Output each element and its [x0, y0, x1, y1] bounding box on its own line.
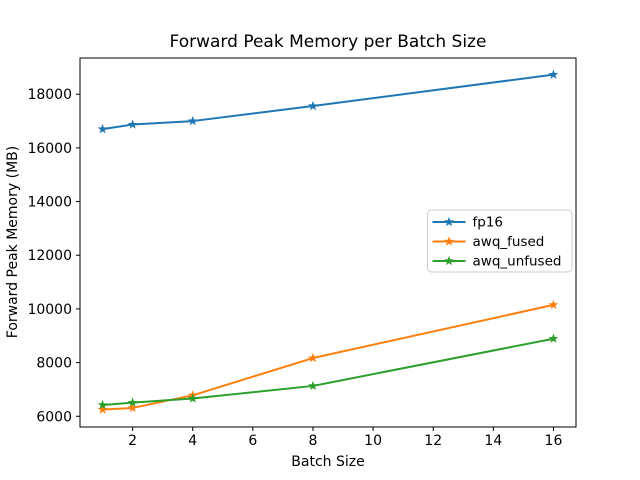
legend: fp16 awq_fused awq_unfused [427, 209, 573, 273]
y-tick-label: 6000 [36, 409, 72, 425]
marker-fp16 [187, 115, 198, 126]
y-tick-label: 12000 [27, 248, 72, 264]
y-axis-label: Forward Peak Memory (MB) [5, 146, 21, 338]
legend-box [427, 209, 573, 273]
y-tick-label: 10000 [27, 302, 72, 318]
marker-fp16 [97, 123, 108, 134]
legend-label-awq_unfused: awq_unfused [473, 254, 562, 270]
marker-awq_fused [127, 402, 138, 413]
legend-label-awq_fused: awq_fused [473, 234, 545, 250]
x-tick-label: 10 [364, 433, 382, 449]
marker-awq_fused [548, 299, 559, 310]
x-tick-label: 2 [128, 433, 137, 449]
marker-fp16 [548, 69, 559, 79]
marker-fp16 [308, 100, 318, 111]
axes-frame [79, 57, 577, 428]
legend-marker-awq_unfused [444, 255, 454, 266]
marker-awq_unfused [127, 397, 138, 407]
marker-fp16 [127, 119, 138, 129]
x-tick-label: 16 [545, 433, 563, 449]
marker-awq_fused [308, 352, 318, 363]
chart-title: Forward Peak Memory per Batch Size [170, 32, 487, 52]
series-line-awq_unfused [101, 337, 555, 406]
series-line-fp16 [101, 73, 555, 131]
plot-area: 2 4 6 8 10 12 14 16 6000 8000 10000 12000 14000 16000… [27, 57, 577, 449]
y-tick-label: 18000 [27, 87, 72, 103]
marker-awq_unfused [308, 380, 318, 391]
marker-awq_fused [97, 404, 108, 414]
marker-awq_unfused [97, 399, 108, 410]
marker-awq_unfused [548, 333, 559, 343]
x-tick-label: 8 [309, 433, 318, 449]
y-tick-label: 8000 [36, 356, 72, 372]
x-tick-label: 12 [424, 433, 442, 449]
y-tick-label: 14000 [27, 195, 72, 211]
x-tick-label: 6 [248, 433, 257, 449]
marker-awq_unfused [187, 393, 198, 403]
y-tick-label: 16000 [27, 141, 72, 157]
x-axis-label: Batch Size [291, 454, 364, 470]
x-tick-label: 4 [188, 433, 197, 449]
series-line-awq_fused [101, 303, 555, 411]
legend-label-fp16: fp16 [473, 215, 504, 231]
legend-marker-fp16 [444, 216, 454, 227]
x-tick-label: 14 [484, 433, 502, 449]
legend-marker-awq_fused [444, 236, 454, 246]
